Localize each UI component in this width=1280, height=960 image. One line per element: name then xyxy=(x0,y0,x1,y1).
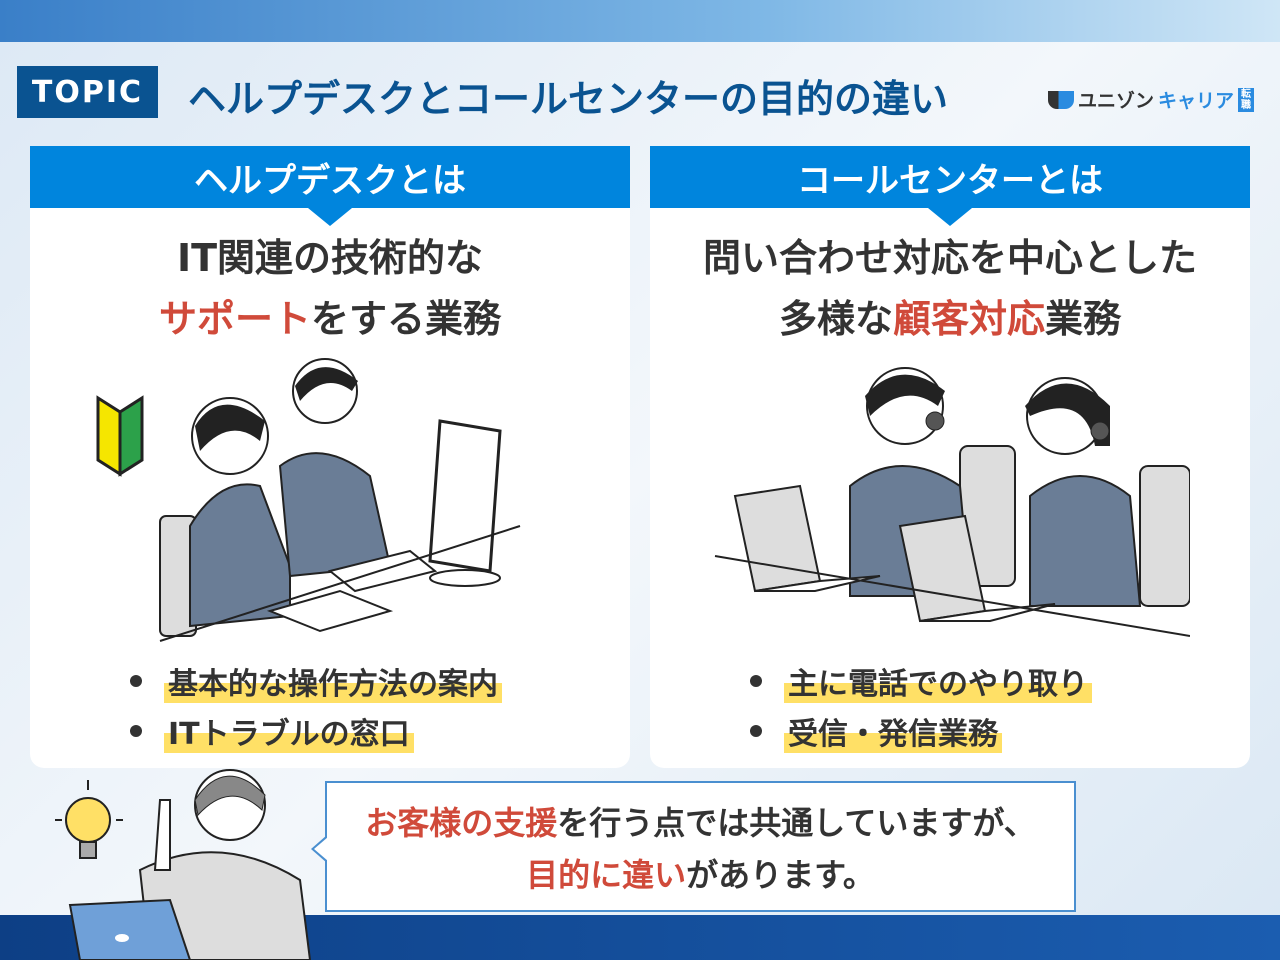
bullet-text: ITトラブルの窓口 xyxy=(164,709,414,753)
lead-line: 多様な xyxy=(778,297,893,341)
callcenter-card: コールセンターとは 問い合わせ対応を中心とした 多様な顧客対応業務 主に電話での… xyxy=(650,146,1250,768)
lead-line: IT関連の技術的な xyxy=(176,236,484,280)
lead-line: をする業務 xyxy=(311,297,502,341)
helpdesk-card: ヘルプデスクとは IT関連の技術的な サポートをする業務 基本的な操作方法の案内… xyxy=(30,146,630,768)
topic-badge: TOPIC xyxy=(17,66,158,118)
list-item: 受信・発信業務 xyxy=(750,706,1092,756)
list-item: ITトラブルの窓口 xyxy=(130,706,502,756)
beginner-mark-icon xyxy=(96,395,144,477)
bullet-text: 基本的な操作方法の案内 xyxy=(164,659,502,703)
note-text: があります。 xyxy=(686,856,875,894)
note-emphasis: 目的に違い xyxy=(526,856,687,894)
list-item: 主に電話でのやり取り xyxy=(750,656,1092,706)
note-emphasis: お客様の支援 xyxy=(365,804,558,842)
logo-text: ユニゾン xyxy=(1078,90,1155,112)
bullet-text: 受信・発信業務 xyxy=(784,709,1002,753)
logo-tag: 転職 xyxy=(1238,87,1255,112)
note-text: を行う点では共通していますが、 xyxy=(557,804,1036,842)
presenter-illustration xyxy=(55,769,312,960)
bullet-text: 主に電話でのやり取り xyxy=(784,659,1092,703)
card-lead: 問い合わせ対応を中心とした 多様な顧客対応業務 xyxy=(650,228,1250,350)
lead-emphasis: 顧客対応 xyxy=(892,297,1045,341)
top-band xyxy=(0,0,1280,42)
lead-emphasis: サポート xyxy=(158,297,311,341)
lightbulb-icon xyxy=(55,780,123,859)
card-heading: ヘルプデスクとは xyxy=(30,146,630,226)
lead-line: 業務 xyxy=(1045,297,1122,341)
card-heading: コールセンターとは xyxy=(650,146,1250,226)
logo-mark-icon xyxy=(1048,90,1074,109)
logo-text-accent: キャリア xyxy=(1158,90,1235,112)
helpdesk-illustration xyxy=(96,358,521,642)
page-title: ヘルプデスクとコールセンターの目的の違い xyxy=(188,77,949,121)
callcenter-illustration xyxy=(714,367,1190,637)
lead-line: 問い合わせ対応を中心とした xyxy=(702,236,1197,280)
bullet-list: 基本的な操作方法の案内 ITトラブルの窓口 xyxy=(130,656,502,756)
summary-callout: お客様の支援を行う点では共通していますが、 目的に違いがあります。 xyxy=(311,781,1076,912)
card-lead: IT関連の技術的な サポートをする業務 xyxy=(30,228,630,350)
brand-logo: ユニゾン キャリア 転職 xyxy=(1048,86,1255,113)
bullet-list: 主に電話でのやり取り 受信・発信業務 xyxy=(750,656,1092,756)
list-item: 基本的な操作方法の案内 xyxy=(130,656,502,706)
